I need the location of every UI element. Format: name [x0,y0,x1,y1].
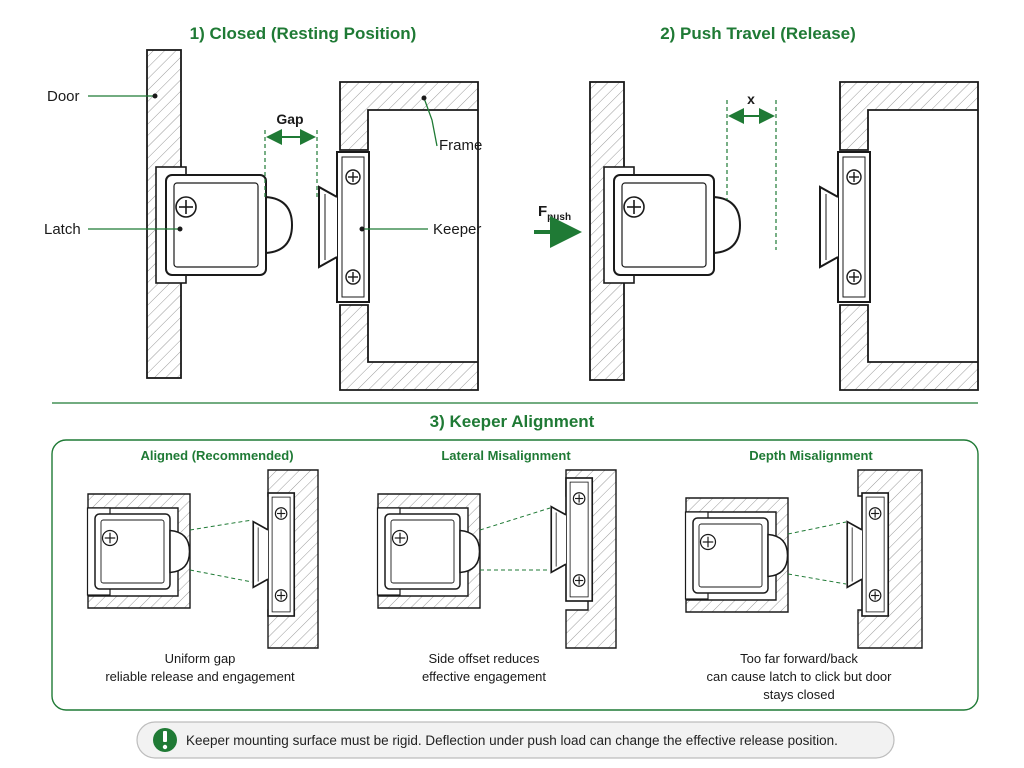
latch-body-2 [603,166,741,284]
case-aligned-title: Aligned (Recommended) [140,448,293,463]
panel-push-travel: 2) Push Travel (Release) x Fpush [534,24,979,391]
alignment-box [51,439,979,711]
case-depth-title: Depth Misalignment [749,448,873,463]
case-aligned: Aligned (Recommended) Uniform gap reliab… [86,448,319,684]
keeper-plate-2 [819,151,871,303]
case-aligned-caption-1: Uniform gap [165,651,236,666]
case-depth-caption-3: stays closed [763,687,835,702]
gap-label: Gap [276,111,303,127]
travel-label: x [747,91,755,107]
case-lateral-caption-1: Side offset reduces [428,651,540,666]
door-leader-dot [152,93,158,99]
note-text: Keeper mounting surface must be rigid. D… [186,733,838,748]
panel2-title: 2) Push Travel (Release) [660,24,856,43]
case-lateral: Lateral Misalignment Side offset reduces… [376,448,617,684]
panel-keeper-alignment: 3) Keeper Alignment Aligned (Recommended… [51,412,979,711]
force-label: Fpush [538,203,571,223]
frame-label: Frame [439,137,482,154]
door-label: Door [47,88,80,105]
latch-body [155,166,293,284]
case-depth: Depth Misalignment Too far forward/back … [684,448,923,702]
case-aligned-caption-2: reliable release and engagement [105,669,295,684]
keeper-label: Keeper [433,221,481,238]
case-depth-caption-2: can cause latch to click but door [707,669,893,684]
latch-label: Latch [44,221,81,238]
case-lateral-caption-2: effective engagement [422,669,546,684]
case-depth-caption-1: Too far forward/back [740,651,858,666]
cabinet-frame [339,81,479,391]
keeper-leader-dot [359,226,365,232]
cabinet-frame-2 [839,81,979,391]
note-box [136,721,895,759]
panel3-title: 3) Keeper Alignment [430,412,595,431]
rigidity-note: Keeper mounting surface must be rigid. D… [136,721,895,759]
frame-leader [423,97,438,147]
case-lateral-title: Lateral Misalignment [441,448,571,463]
latch-leader-dot [177,226,183,232]
frame-leader-dot [421,95,427,101]
panel-closed: 1) Closed (Resting Position) Gap Door La… [44,24,482,391]
panel1-title: 1) Closed (Resting Position) [190,24,417,43]
